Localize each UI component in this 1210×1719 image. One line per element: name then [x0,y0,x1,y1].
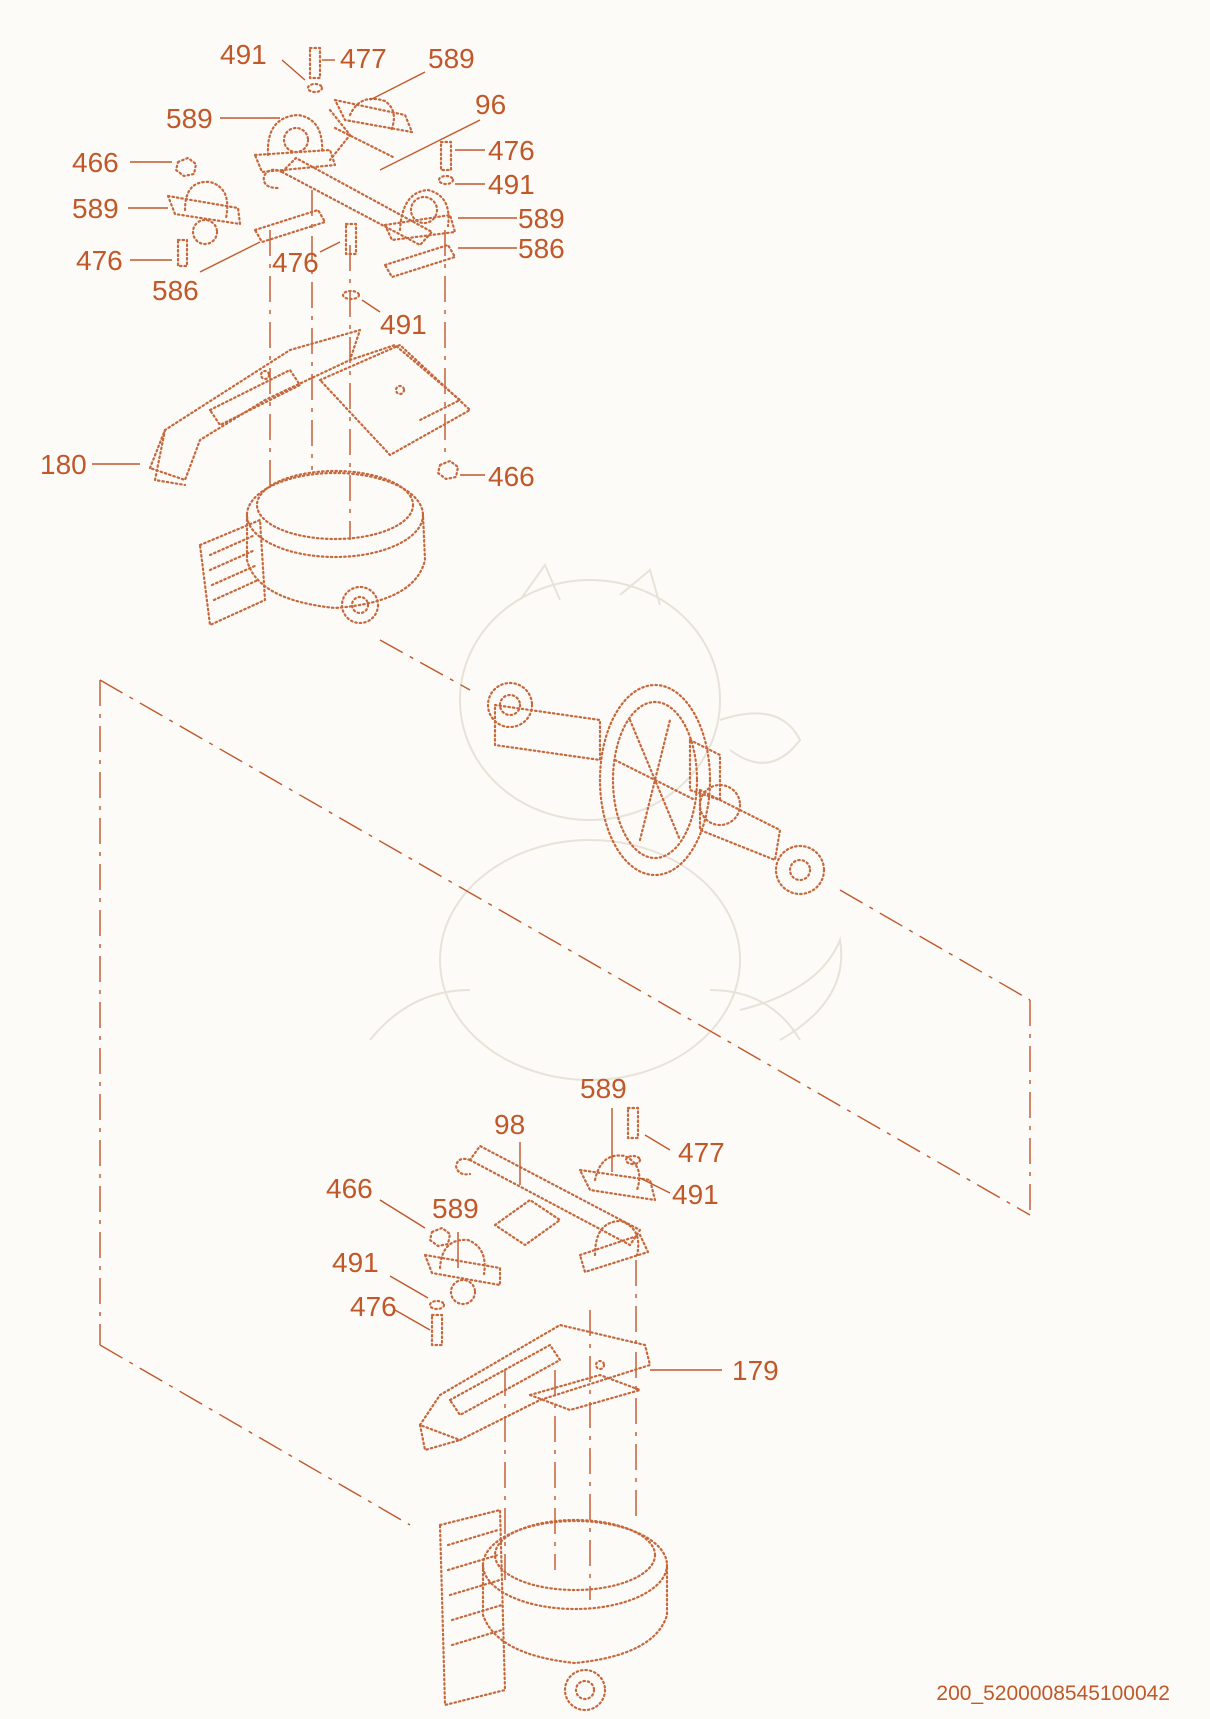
callout-589-e: 589 [580,1073,627,1104]
callout-477-b: 477 [678,1137,725,1168]
bolt-477 [306,46,324,94]
gearbox-bottom [438,1508,669,1712]
callout-586-a: 586 [518,233,565,264]
callout-589-d: 589 [518,203,565,234]
pillow-block-589-b [333,97,414,134]
callout-491-c: 491 [380,309,427,340]
callout-491-a: 491 [220,39,267,70]
shaft-98 [454,1144,642,1247]
callout-589-f: 589 [432,1193,479,1224]
bottom-shaft-assembly [418,1106,669,1712]
callout-476-b: 476 [76,245,123,276]
bolt-476-left [176,238,189,268]
pillow-block-589-c [166,180,242,246]
nut-466-bottom [428,1226,452,1248]
callout-491-b: 491 [488,169,535,200]
washer-491-bottom [428,1299,446,1311]
leader-lines [92,59,722,1371]
callout-466-c: 466 [326,1173,373,1204]
callout-491-d: 491 [672,1179,719,1210]
pillow-block-589-bottom-a [578,1154,657,1202]
shim-586-right [383,243,457,279]
bolt-476-right [437,140,455,186]
bolt-477-bottom [624,1106,642,1166]
callout-labels: 491 477 589 589 96 476 466 491 589 589 5… [40,39,779,1386]
watermark-dragon [369,562,843,1081]
callout-586-b: 586 [152,275,199,306]
callout-476-a: 476 [488,135,535,166]
bearing-block-bottom-c [493,1198,650,1274]
callout-589-b: 589 [166,103,213,134]
gearbox-top [198,469,427,627]
pillow-block-589-a [253,113,337,174]
callout-589-a: 589 [428,43,475,74]
bolt-476-center [341,222,361,301]
center-lines [99,190,1031,1600]
callout-589-c: 589 [72,193,119,224]
nut-466-right [436,459,460,481]
callout-96: 96 [475,89,506,120]
nut-466-left [174,156,198,178]
callout-466-a: 466 [72,147,119,178]
callout-179: 179 [732,1355,779,1386]
callout-476-d: 476 [350,1291,397,1322]
pillow-block-589-bottom-b [423,1238,502,1306]
top-shaft-assembly [148,46,472,627]
bracket-180 [148,328,472,487]
callout-477-a: 477 [340,43,387,74]
drive-shaft-assembly [486,681,826,896]
callout-180: 180 [40,449,87,480]
pillow-block-589-d [383,188,457,242]
bolt-476-bottom [430,1313,444,1347]
callout-476-c: 476 [272,247,319,278]
callout-466-b: 466 [488,461,535,492]
callout-98: 98 [494,1109,525,1140]
drawing-code: 200_5200008545100042 [936,1682,1170,1705]
callout-491-e: 491 [332,1247,379,1278]
shim-586-left [253,208,327,244]
bracket-179 [418,1323,652,1452]
